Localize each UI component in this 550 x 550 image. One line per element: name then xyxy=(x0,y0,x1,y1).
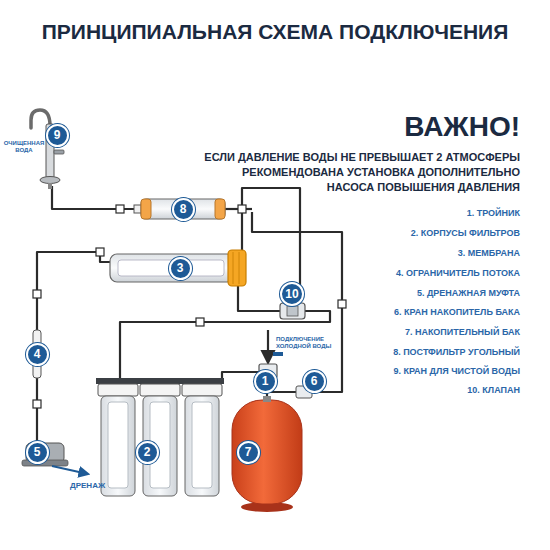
callout-number-text: 5 xyxy=(34,446,41,458)
legend-item: 6. КРАН НАКОПИТЕЛЬ БАКА xyxy=(300,307,520,318)
callout-number: 6 xyxy=(303,370,326,393)
callout-number-text: 1 xyxy=(262,375,269,387)
legend-item: 3. МЕМБРАНА xyxy=(300,248,520,259)
clean-water-faucet xyxy=(31,110,64,189)
callout-number: 4 xyxy=(26,343,49,366)
tube-fittings xyxy=(33,205,346,408)
callout-number: 7 xyxy=(237,441,260,464)
callout-number: 2 xyxy=(136,441,159,464)
callout-number-text: 10 xyxy=(285,288,298,300)
flow-label: ОЧИЩЕННАЯ ВОДА xyxy=(3,140,45,154)
callout-number-text: 9 xyxy=(54,129,61,141)
callout-number: 8 xyxy=(172,198,195,221)
callout-number: 5 xyxy=(26,441,49,464)
legend-item: 7. НАКОПИТЕЛЬНЫЙ БАК xyxy=(300,327,520,338)
pressure-note: ЕСЛИ ДАВЛЕНИЕ ВОДЫ НЕ ПРЕВЫШАЕТ 2 АТМОСФ… xyxy=(194,150,520,195)
page-title: ПРИНЦИПИАЛЬНАЯ СХЕМА ПОДКЛЮЧЕНИЯ xyxy=(0,20,550,44)
callout-number: 1 xyxy=(254,370,277,393)
legend-item: 4. ОГРАНИЧИТЕЛЬ ПОТОКА xyxy=(300,268,520,279)
inlet-label: ПОДКЛЮЧЕНИЕ ХОЛОДНОЙ ВОДЫ xyxy=(276,336,338,350)
legend-item: 8. ПОСТФИЛЬТР УГОЛЬНЫЙ xyxy=(300,347,520,358)
callout-number-text: 4 xyxy=(34,348,41,360)
filter-housings xyxy=(96,378,224,496)
legend-item: 9. КРАН ДЛЯ ЧИСТОЙ ВОДЫ xyxy=(300,366,520,377)
membrane-housing xyxy=(110,250,246,286)
important-heading: ВАЖНО! xyxy=(300,110,520,144)
callout-number-text: 3 xyxy=(177,262,184,274)
legend-item: 10. КЛАПАН xyxy=(300,385,520,396)
legend-item: 5. ДРЕНАЖНАЯ МУФТА xyxy=(300,288,520,299)
callout-number: 9 xyxy=(46,124,69,147)
storage-tank xyxy=(232,396,302,512)
callout-number-text: 6 xyxy=(311,375,318,387)
callout-number-text: 7 xyxy=(245,446,252,458)
callout-number: 10 xyxy=(280,282,304,306)
callout-number: 3 xyxy=(169,257,192,280)
callout-number-text: 2 xyxy=(144,446,151,458)
flow-label: ДРЕНАЖ xyxy=(70,481,130,491)
callout-number-text: 8 xyxy=(180,203,187,215)
legend-item: 1. ТРОЙНИК xyxy=(300,208,520,219)
legend-item: 2. КОРПУСЫ ФИЛЬТРОВ xyxy=(300,228,520,239)
flow-restrictor xyxy=(33,330,41,378)
